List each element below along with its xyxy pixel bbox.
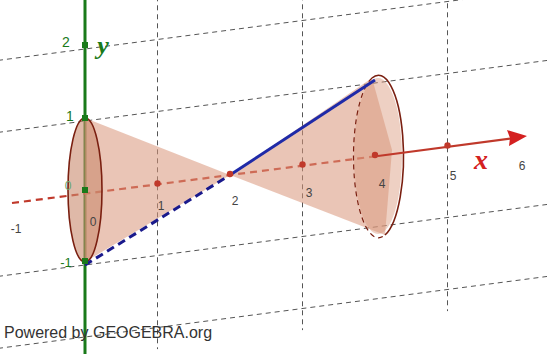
y-tick [82, 258, 88, 264]
right-cone-base-fill [354, 78, 402, 234]
axis-number: 6 [519, 160, 526, 172]
y-tick [82, 187, 88, 193]
axis-number: 0 [65, 180, 72, 192]
generator-line [230, 80, 375, 175]
left-cone-base [68, 118, 102, 262]
right-cone-rim-hidden [353, 78, 385, 238]
axis-number: 4 [379, 178, 386, 190]
x-tick [299, 161, 305, 167]
y-tick [82, 42, 88, 48]
x-axis-arrow [507, 130, 527, 146]
x-tick [154, 180, 160, 186]
axis-number: 2 [62, 35, 70, 49]
generator-line-hidden [85, 175, 230, 265]
axis-number: 2 [232, 195, 239, 207]
x-tick [444, 142, 450, 148]
axis-number: 5 [450, 170, 457, 182]
axis-number: -1 [60, 256, 72, 269]
axis-name: y [97, 33, 109, 59]
footer-note: Powered by GEOGEBRA.org [4, 325, 212, 341]
x-tick [372, 152, 378, 158]
axis-number: 1 [66, 109, 74, 123]
x-axis [378, 138, 515, 156]
axis-number: 3 [306, 187, 313, 199]
axis-number: 1 [158, 200, 165, 212]
axis-number: 0 [90, 216, 97, 228]
x-tick [227, 171, 233, 177]
axis-number: -1 [11, 223, 22, 235]
tick-points [154, 142, 450, 186]
axis-name: x [474, 146, 488, 174]
y-tick [82, 115, 88, 121]
